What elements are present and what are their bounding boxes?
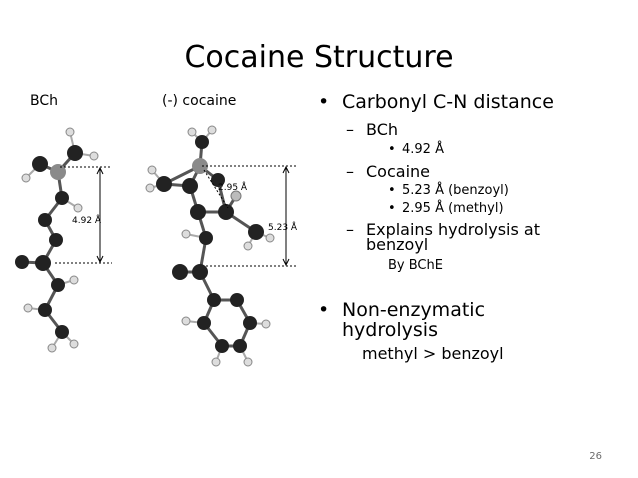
atom	[67, 145, 83, 161]
atom	[187, 127, 197, 137]
atom	[35, 255, 51, 271]
atom	[207, 293, 221, 307]
atom	[190, 204, 206, 220]
bullet-text: 2.95 Å (methyl)	[402, 201, 504, 216]
atom	[207, 125, 217, 135]
bullet-text: 4.92 Å	[402, 142, 444, 157]
bullet-marker: •	[388, 142, 396, 157]
atom	[261, 319, 271, 329]
atom	[51, 278, 65, 292]
bullet-text: Explains hydrolysis at	[366, 220, 540, 239]
bch-atoms	[15, 127, 99, 353]
sub-bullet-cocaine: –Cocaine	[346, 163, 430, 180]
dash-marker: –	[346, 120, 354, 139]
atom	[38, 303, 52, 317]
bullet-marker: •	[388, 201, 396, 216]
atom	[73, 203, 83, 213]
atom	[69, 275, 79, 285]
atom	[248, 224, 264, 240]
atom	[197, 316, 211, 330]
atom	[199, 231, 213, 245]
bullet-carbonyl-distance: • Carbonyl C-N distance	[318, 92, 554, 112]
atom	[55, 325, 69, 339]
bullet-text: Non-enzymatic	[342, 299, 486, 321]
atom	[192, 264, 208, 280]
sub-bullet-explains-hydrolysis-cont: benzoyl	[366, 235, 429, 254]
atom	[233, 339, 247, 353]
note-by-bche: By BChE	[388, 258, 443, 273]
bullet-marker: •	[388, 183, 396, 198]
bch-distance-marker	[55, 166, 112, 264]
bullet-text: Carbonyl C-N distance	[342, 91, 554, 113]
atom	[230, 293, 244, 307]
cocaine-image-label: (-) cocaine	[162, 93, 237, 109]
sub-bullet-bch: –BCh	[346, 121, 398, 138]
atom	[243, 316, 257, 330]
sub-sub-bullet-benzoyl: • 5.23 Å (benzoyl)	[388, 183, 509, 198]
atom	[23, 303, 33, 313]
atom	[21, 173, 31, 183]
atom	[195, 135, 209, 149]
bch-distance-label: 4.92 Å	[72, 214, 102, 226]
atom	[192, 158, 208, 174]
bullet-text: BCh	[366, 120, 399, 139]
note-methyl-benzoyl: methyl > benzoyl	[362, 344, 504, 363]
bullet-text: 5.23 Å (benzoyl)	[402, 183, 509, 198]
atom	[172, 264, 188, 280]
atom	[65, 127, 75, 137]
bch-image-label: BCh	[30, 93, 59, 109]
atom	[215, 339, 229, 353]
atom	[181, 316, 191, 326]
atom	[15, 255, 29, 269]
atom	[49, 233, 63, 247]
cocaine-distance-markers	[202, 165, 298, 267]
sub-sub-bullet-methyl: • 2.95 Å (methyl)	[388, 201, 504, 216]
atom	[147, 165, 157, 175]
page-number: 26	[589, 451, 602, 462]
atom	[243, 357, 253, 367]
sub-sub-bullet-bch-distance: • 4.92 Å	[388, 142, 444, 157]
dash-marker: –	[346, 162, 354, 181]
atom	[182, 178, 198, 194]
atom	[32, 156, 48, 172]
bullet-non-enzymatic-cont: hydrolysis	[342, 319, 438, 341]
sub-bullet-explains-hydrolysis: –Explains hydrolysis at	[346, 221, 540, 238]
atom	[50, 164, 66, 180]
atom	[181, 229, 191, 239]
atom	[211, 357, 221, 367]
atom	[156, 176, 172, 192]
slide-title: Cocaine Structure	[184, 40, 454, 75]
bullet-text: Cocaine	[366, 162, 430, 181]
atom	[47, 343, 57, 353]
cocaine-short-distance-label: 2.95 Å	[218, 181, 248, 193]
bullet-non-enzymatic: • Non-enzymatic	[318, 300, 485, 320]
cocaine-molecule-diagram: 2.95 Å 5.23 Å	[145, 125, 298, 367]
atom	[55, 191, 69, 205]
atom	[89, 151, 99, 161]
cocaine-long-distance-label: 5.23 Å	[268, 221, 298, 233]
atom	[145, 183, 155, 193]
atom	[38, 213, 52, 227]
atom	[218, 204, 234, 220]
atom	[230, 190, 242, 202]
dash-marker: –	[346, 220, 354, 239]
bullet-marker: •	[318, 299, 330, 321]
bullet-marker: •	[318, 91, 330, 113]
atom	[265, 233, 275, 243]
atom	[211, 173, 225, 187]
atom	[69, 339, 79, 349]
atom	[243, 241, 253, 251]
bch-molecule-diagram: 4.92 Å	[15, 127, 112, 353]
